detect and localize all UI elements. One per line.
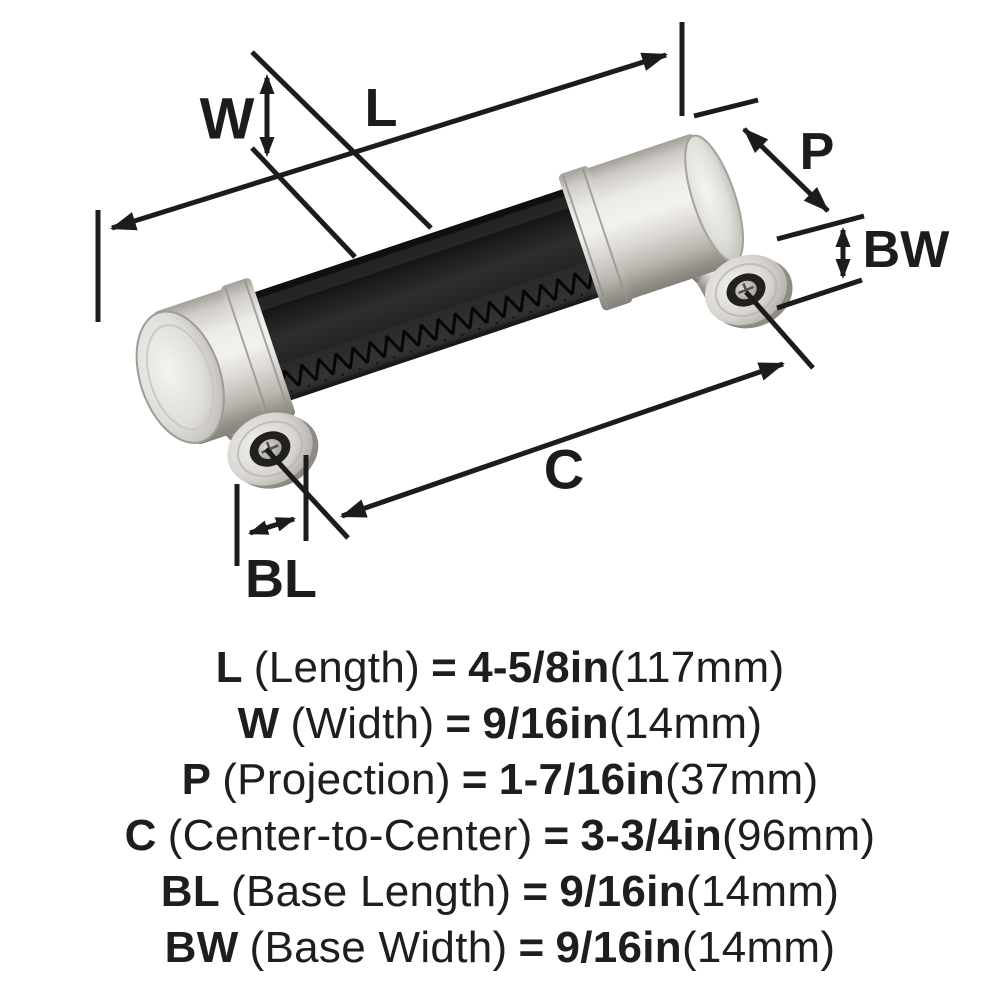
spec-metric-value: (14mm) [681,923,836,972]
spec-metric-value: (14mm) [608,699,763,748]
dimension-L [95,22,685,322]
tick-line [693,97,759,119]
dimension-BW [776,213,865,311]
spec-key: BL [160,867,221,916]
arrowhead-icon [245,520,270,542]
leather-stitching [262,262,614,400]
spec-imperial-value: 4-5/8in [468,643,610,692]
base-right [705,254,793,329]
extension-line [744,290,815,370]
spec-key: BW [164,923,239,972]
spec-equals: = [445,699,472,748]
extension-line [776,277,863,311]
spec-metric-value: (37mm) [665,755,819,804]
spec-key: P [181,755,212,804]
extension-line [250,50,433,230]
end-cap-left-face [135,310,225,444]
dimension-line [111,52,667,231]
dimension-P [693,97,836,219]
end-cap-right-collar [558,166,633,311]
dimension-diagram: W L P BW C BL [95,22,951,609]
dimension-annotations [95,22,865,566]
arrowhead-icon [274,510,299,532]
spec-metric-value: (14mm) [685,867,840,916]
spec-name: (Base Width) [249,923,508,972]
arrowhead-icon [336,499,368,526]
spec-line-projection: P(Projection)=1-7/16in(37mm) [0,752,1000,808]
dimension-line [341,361,784,519]
end-cap-left-collar [220,278,296,425]
dimension-BL [234,455,309,566]
spec-name: (Length) [253,643,421,692]
arrowhead-icon [640,44,671,71]
arrowhead-icon [259,137,275,157]
label-BW: BW [863,221,951,279]
extension-line [250,146,357,259]
end-cap-left-face-ring [146,324,215,431]
spec-name: (Base Length) [231,867,512,916]
arrowhead-icon [107,212,138,239]
spec-equals: = [431,643,458,692]
spec-imperial-value: 9/16in [482,699,609,748]
arrowhead-icon [757,354,789,381]
pull-handle-illustration [135,134,793,489]
handle-bar-group [135,134,745,445]
label-BL: BL [245,549,317,609]
collar-groove [562,175,609,309]
collar-groove [224,287,272,423]
spec-key: L [215,643,243,692]
spec-metric-value: (117mm) [609,643,785,692]
spec-name: (Projection) [222,755,451,804]
arrowhead-icon [259,74,275,94]
collar-groove [581,168,629,302]
spec-imperial-value: 1-7/16in [498,755,666,804]
label-L: L [365,78,398,138]
dimension-W [250,50,433,259]
spec-equals: = [522,867,549,916]
spec-equals: = [543,811,570,860]
base-right-ring [714,263,778,317]
spec-metric-value: (96mm) [722,811,876,860]
label-P: P [800,123,835,181]
dimension-spec-list: L(Length)=4-5/8in(117mm) W(Width)=9/16in… [0,640,1000,976]
spec-imperial-value: 9/16in [555,923,682,972]
spec-line-center-to-center: C(Center-to-Center)=3-3/4in(96mm) [0,808,1000,864]
arrowhead-icon [835,259,851,279]
spec-key: C [124,811,157,860]
spec-name: (Center-to-Center) [167,811,533,860]
leather-top-highlight [245,193,581,314]
extension-line [776,213,865,242]
spec-line-base-width: BW(Base Width)=9/16in(14mm) [0,920,1000,976]
base-left-ring [237,420,303,478]
spec-equals: = [461,755,488,804]
spec-line-width: W(Width)=9/16in(14mm) [0,696,1000,752]
base-left [227,412,319,489]
spec-imperial-value: 9/16in [559,867,686,916]
spec-key: W [237,699,280,748]
collar-groove [244,280,291,416]
spec-equals: = [518,923,545,972]
label-W: W [200,87,255,152]
spec-name: (Width) [290,699,435,748]
label-C: C [544,438,584,501]
spec-imperial-value: 3-3/4in [580,811,723,860]
spec-line-base-length: BL(Base Length)=9/16in(14mm) [0,864,1000,920]
arrowhead-icon [835,227,851,247]
spec-line-length: L(Length)=4-5/8in(117mm) [0,640,1000,696]
